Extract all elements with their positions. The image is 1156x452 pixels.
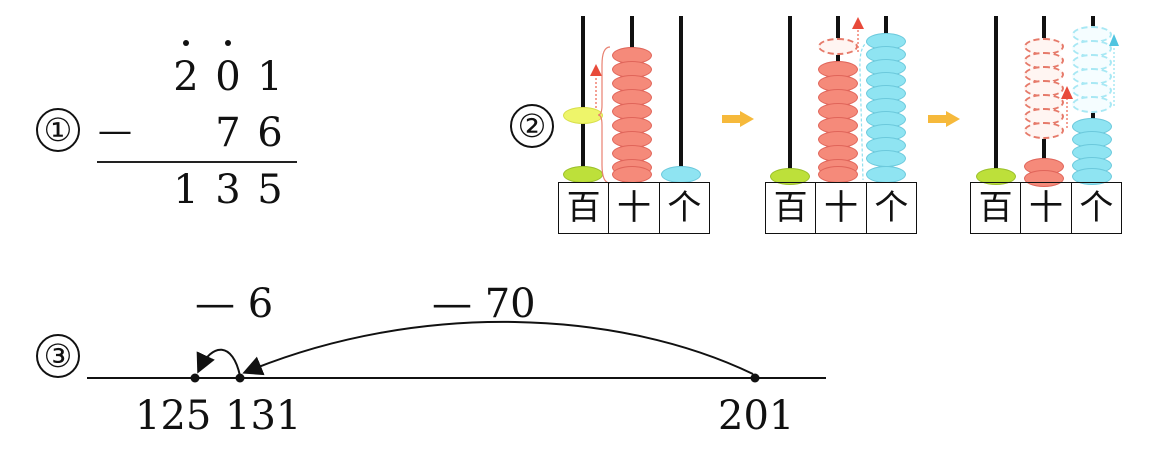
problem-marker-3: ③ [36, 334, 80, 378]
up-arrow-icon [590, 64, 602, 108]
label-hundreds: 百 [559, 183, 610, 233]
column-labels: 百 十 个 [558, 182, 710, 234]
transition-arrow-icon [722, 111, 754, 127]
bead-hundreds [976, 168, 1016, 185]
point-label-125: 125 [135, 393, 212, 439]
rod-hundreds [994, 16, 998, 182]
brace-icon [598, 46, 611, 184]
up-arrow-icon [1061, 86, 1073, 128]
jump-label-6: — 6 [195, 281, 274, 327]
label-hundreds: 百 [766, 183, 817, 233]
label-tens: 十 [816, 183, 867, 233]
jump-label-70: — 70 [432, 281, 536, 327]
bead-ones [866, 166, 906, 183]
up-arrow-icon [1109, 34, 1119, 106]
bead-ones [866, 150, 906, 167]
bead-tens-ghost [818, 38, 858, 55]
rod-ones [679, 16, 683, 182]
label-ones: 个 [1079, 188, 1114, 228]
bead-tens [612, 166, 652, 183]
rod-hundreds [788, 16, 792, 182]
borrow-dot-tens [225, 40, 231, 46]
transition-arrow-icon [928, 111, 960, 127]
bead-hundreds-moving [563, 107, 603, 124]
point-label-201: 201 [718, 393, 795, 439]
sum-line [97, 161, 297, 163]
result-digit: 5 [257, 167, 283, 213]
minuend-digit: 0 [215, 54, 241, 100]
number-line [87, 320, 826, 383]
result-digit: 1 [173, 167, 199, 213]
minuend-digit: 1 [257, 54, 283, 100]
abacus-stage-1: 百 十 个 [558, 0, 710, 245]
result-digit: 3 [215, 167, 241, 213]
rod-hundreds [581, 16, 585, 182]
subtrahend-digit: 6 [257, 110, 283, 156]
label-ones: 个 [874, 188, 909, 228]
bead-hundreds [563, 166, 603, 183]
bead-hundreds [770, 168, 810, 185]
bead-tens [818, 166, 858, 183]
subtrahend-digit: 7 [215, 110, 241, 156]
problem-marker-1: ① [36, 108, 80, 152]
borrow-dot-hundreds [183, 40, 189, 46]
abacus-stage-2: 百 十 个 [765, 0, 917, 245]
column-labels: 百 十 个 [970, 182, 1122, 234]
minuend-digit: 2 [173, 54, 199, 100]
label-tens: 十 [1021, 183, 1072, 233]
bead-ones [661, 166, 701, 183]
column-labels: 百 十 个 [765, 182, 917, 234]
problem-marker-2: ② [510, 104, 554, 148]
label-tens: 十 [609, 183, 660, 233]
minus-operator: — [98, 111, 132, 151]
label-ones: 个 [667, 188, 702, 228]
point-label-131: 131 [225, 393, 302, 439]
up-arrow-icon [852, 17, 864, 52]
label-hundreds: 百 [971, 183, 1022, 233]
abacus-stage-3: 百 十 个 [970, 0, 1122, 245]
bead-ones-ghost [1072, 96, 1112, 113]
bead-ones [1072, 168, 1112, 185]
bead-tens-ghost [1024, 122, 1064, 139]
